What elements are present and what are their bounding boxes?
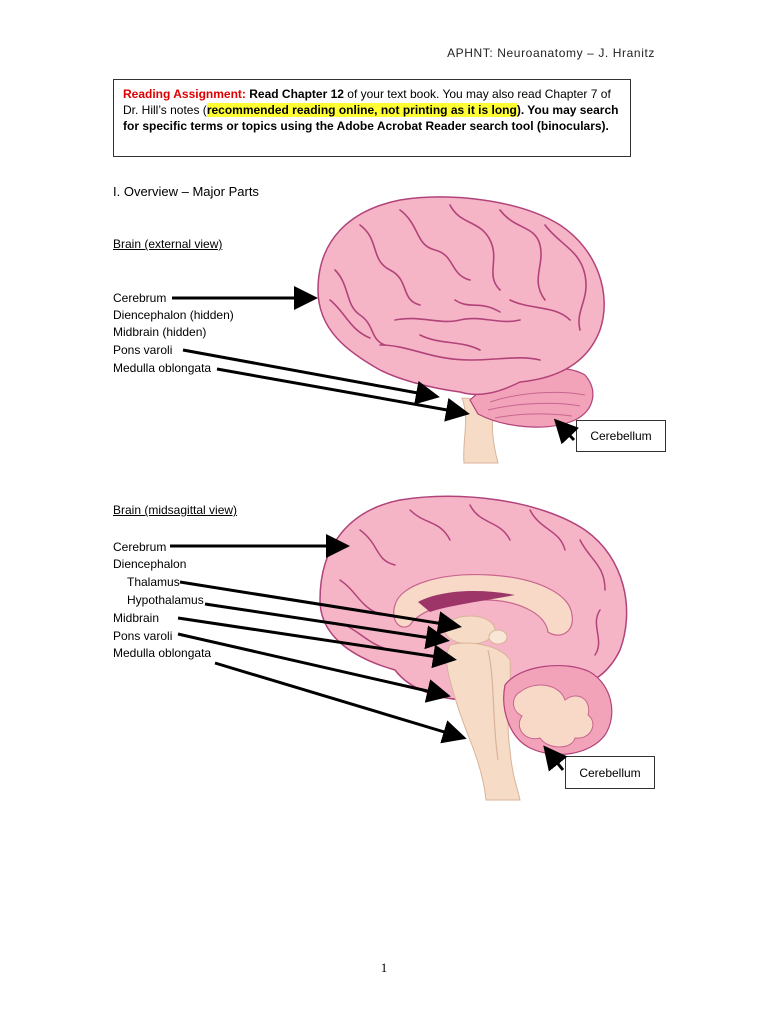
ext-label-medulla: Medulla oblongata [113, 361, 212, 375]
page-number: 1 [380, 960, 388, 975]
ext-label-diencephalon: Diencephalon (hidden) [113, 308, 234, 322]
mid-label-thalamus: Thalamus [127, 575, 180, 589]
external-view-heading: Brain (external view) [113, 237, 223, 251]
ext-label-midbrain: Midbrain (hidden) [113, 325, 207, 339]
external-brain-image [317, 196, 605, 464]
section-title: I. Overview – Major Parts [113, 184, 259, 199]
midsagittal-arrows [170, 534, 568, 772]
mid-label-hypothalamus: Hypothalamus [127, 593, 204, 607]
reading-assignment-box: Reading Assignment: Read Chapter 12 of y… [113, 79, 631, 157]
mid-label-diencephalon: Diencephalon [113, 557, 187, 571]
ext-cerebellum-box: Cerebellum [576, 420, 666, 452]
external-arrows [172, 286, 580, 445]
midsagittal-view-heading: Brain (midsagittal view) [113, 503, 238, 517]
assignment-text-1: Read Chapter 12 [245, 87, 348, 101]
mid-label-medulla: Medulla oblongata [113, 646, 212, 660]
assignment-highlight: recommended reading online, not printing… [206, 103, 517, 117]
midsagittal-brain-image [319, 495, 628, 801]
mid-label-cerebrum: Cerebrum [113, 540, 167, 554]
assignment-text-2: of your text book. You may also read Cha… [123, 87, 611, 117]
mid-label-pons: Pons varoli [113, 629, 173, 643]
assignment-label: Reading Assignment: [123, 87, 246, 101]
assignment-text-3: ). You may search for specific terms or … [123, 103, 619, 133]
ext-label-cerebrum: Cerebrum [113, 291, 167, 305]
mid-label-midbrain: Midbrain [113, 611, 160, 625]
ext-label-pons: Pons varoli [113, 343, 173, 357]
document-header: APHNT: Neuroanatomy – J. Hranitz [447, 46, 655, 60]
mid-cerebellum-box: Cerebellum [565, 756, 655, 789]
